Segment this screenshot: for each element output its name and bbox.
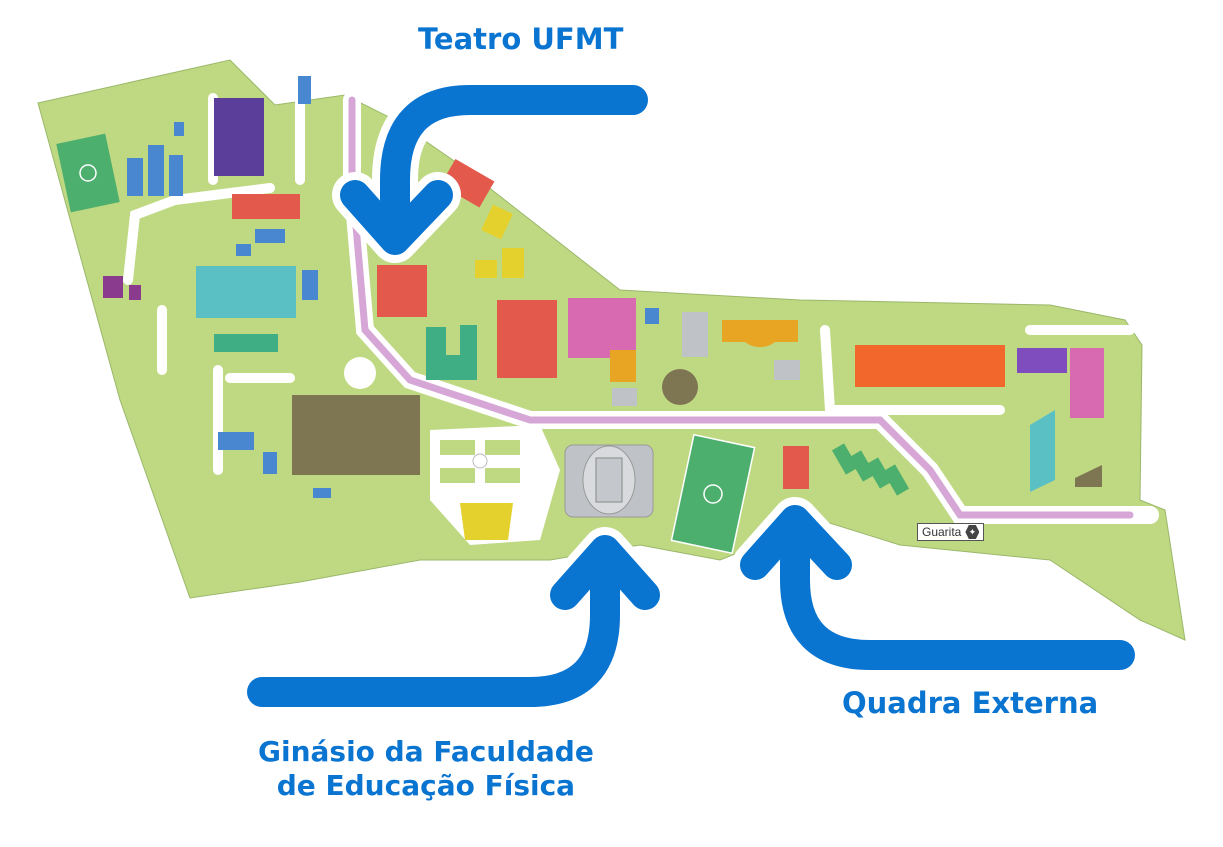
building-blue: [174, 122, 184, 136]
building-blue: [313, 488, 331, 498]
building-green: [214, 334, 278, 352]
building-blue: [255, 229, 285, 243]
plaza-fountain: [472, 453, 488, 469]
building-pink: [568, 298, 636, 358]
roundabout: [344, 357, 376, 389]
building-teal: [196, 266, 296, 318]
building-olive: [292, 395, 420, 475]
building-blue: [148, 145, 164, 196]
building-orange: [610, 350, 636, 382]
building-blue: [302, 270, 318, 300]
label-ginasio: Ginásio da Faculdade de Educação Física: [258, 735, 594, 802]
building-purple: [214, 98, 264, 176]
label-teatro: Teatro UFMT: [418, 22, 624, 56]
building-olive: [1075, 465, 1102, 487]
building-purple: [129, 285, 141, 300]
guarita-label: Guarita: [922, 525, 962, 539]
building-yellow: [475, 260, 497, 278]
label-ginasio-line1: Ginásio da Faculdade: [258, 735, 594, 768]
building-red: [232, 194, 300, 219]
building-quadra: [783, 446, 809, 489]
field-northwest: [56, 133, 120, 213]
building-gray: [774, 360, 800, 380]
building-gray: [682, 312, 708, 357]
building-yellow: [460, 503, 513, 540]
building-orange: [722, 320, 798, 348]
guarita-marker[interactable]: Guarita ✦: [917, 523, 985, 541]
plaza-lawn: [440, 440, 475, 455]
building-orange-complex: [855, 345, 1005, 387]
building-pink: [1070, 348, 1104, 418]
building-yellow: [502, 248, 524, 278]
building-round: [662, 369, 698, 405]
building-red: [497, 300, 557, 378]
building-blue: [127, 158, 143, 196]
plaza-lawn: [485, 440, 520, 455]
building-yellow: [481, 204, 513, 240]
label-quadra: Quadra Externa: [842, 686, 1099, 720]
building-blue: [236, 244, 251, 256]
building-green: [426, 325, 477, 380]
building-blue: [263, 452, 277, 474]
building-blue: [169, 155, 183, 196]
label-ginasio-line2: de Educação Física: [276, 768, 576, 802]
building-gray: [612, 388, 637, 406]
football-field: [670, 433, 756, 555]
building-red: [440, 159, 495, 208]
building-blue: [218, 432, 254, 450]
building-teal: [1030, 410, 1055, 492]
ginasio-building: [564, 444, 654, 518]
building-blue: [645, 308, 659, 324]
building-teatro: [377, 265, 427, 317]
building-purple: [103, 276, 123, 298]
hexagon-marker-icon: ✦: [965, 525, 980, 539]
building-purple: [1017, 348, 1067, 373]
building-blue: [298, 76, 311, 104]
building-green-strips: [831, 443, 910, 496]
plaza-lawn: [440, 468, 475, 483]
plaza-lawn: [485, 468, 520, 483]
road: [123, 75, 1135, 475]
